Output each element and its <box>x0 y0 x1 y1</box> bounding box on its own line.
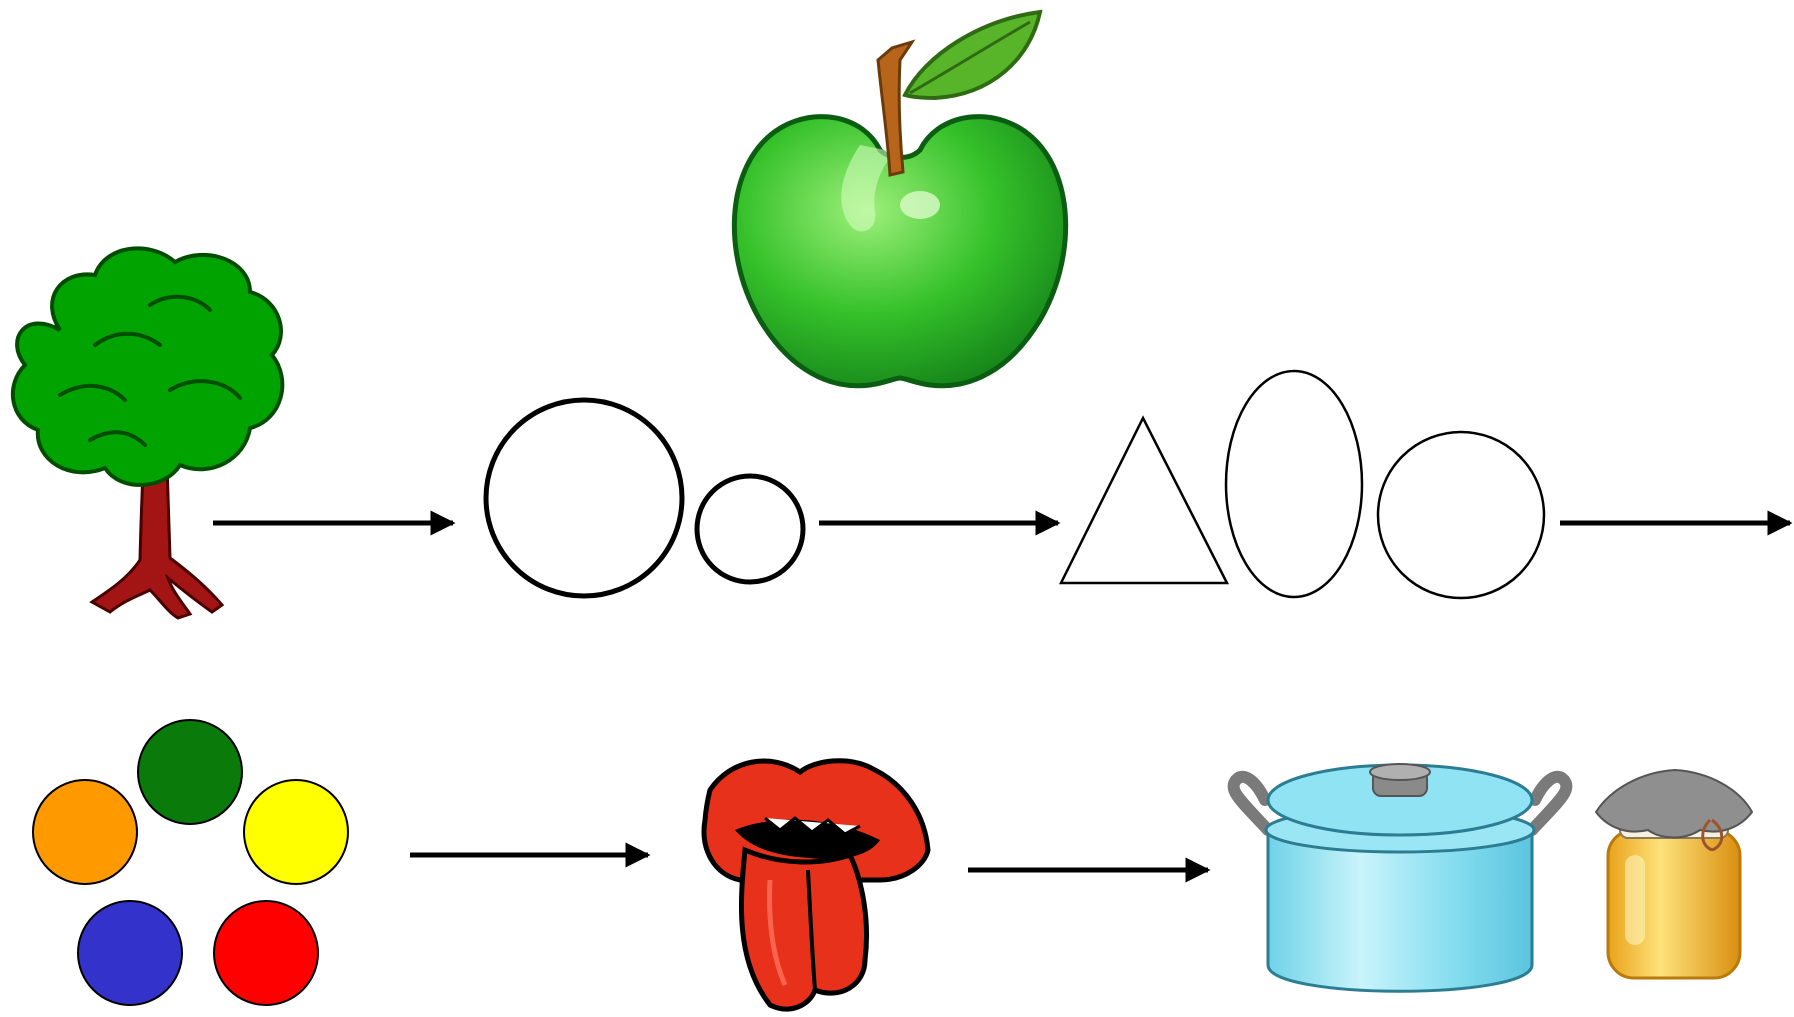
two-circles-outline <box>483 397 806 599</box>
tree-icon <box>10 246 285 620</box>
triangle-oval-circle-outline <box>1058 369 1546 600</box>
green-apple-icon <box>731 9 1069 389</box>
lips-tongue-icon <box>701 758 931 1012</box>
color-circles-icon <box>32 719 349 1006</box>
pot-icon <box>1227 763 1573 993</box>
honey-jar-icon <box>1594 768 1754 980</box>
